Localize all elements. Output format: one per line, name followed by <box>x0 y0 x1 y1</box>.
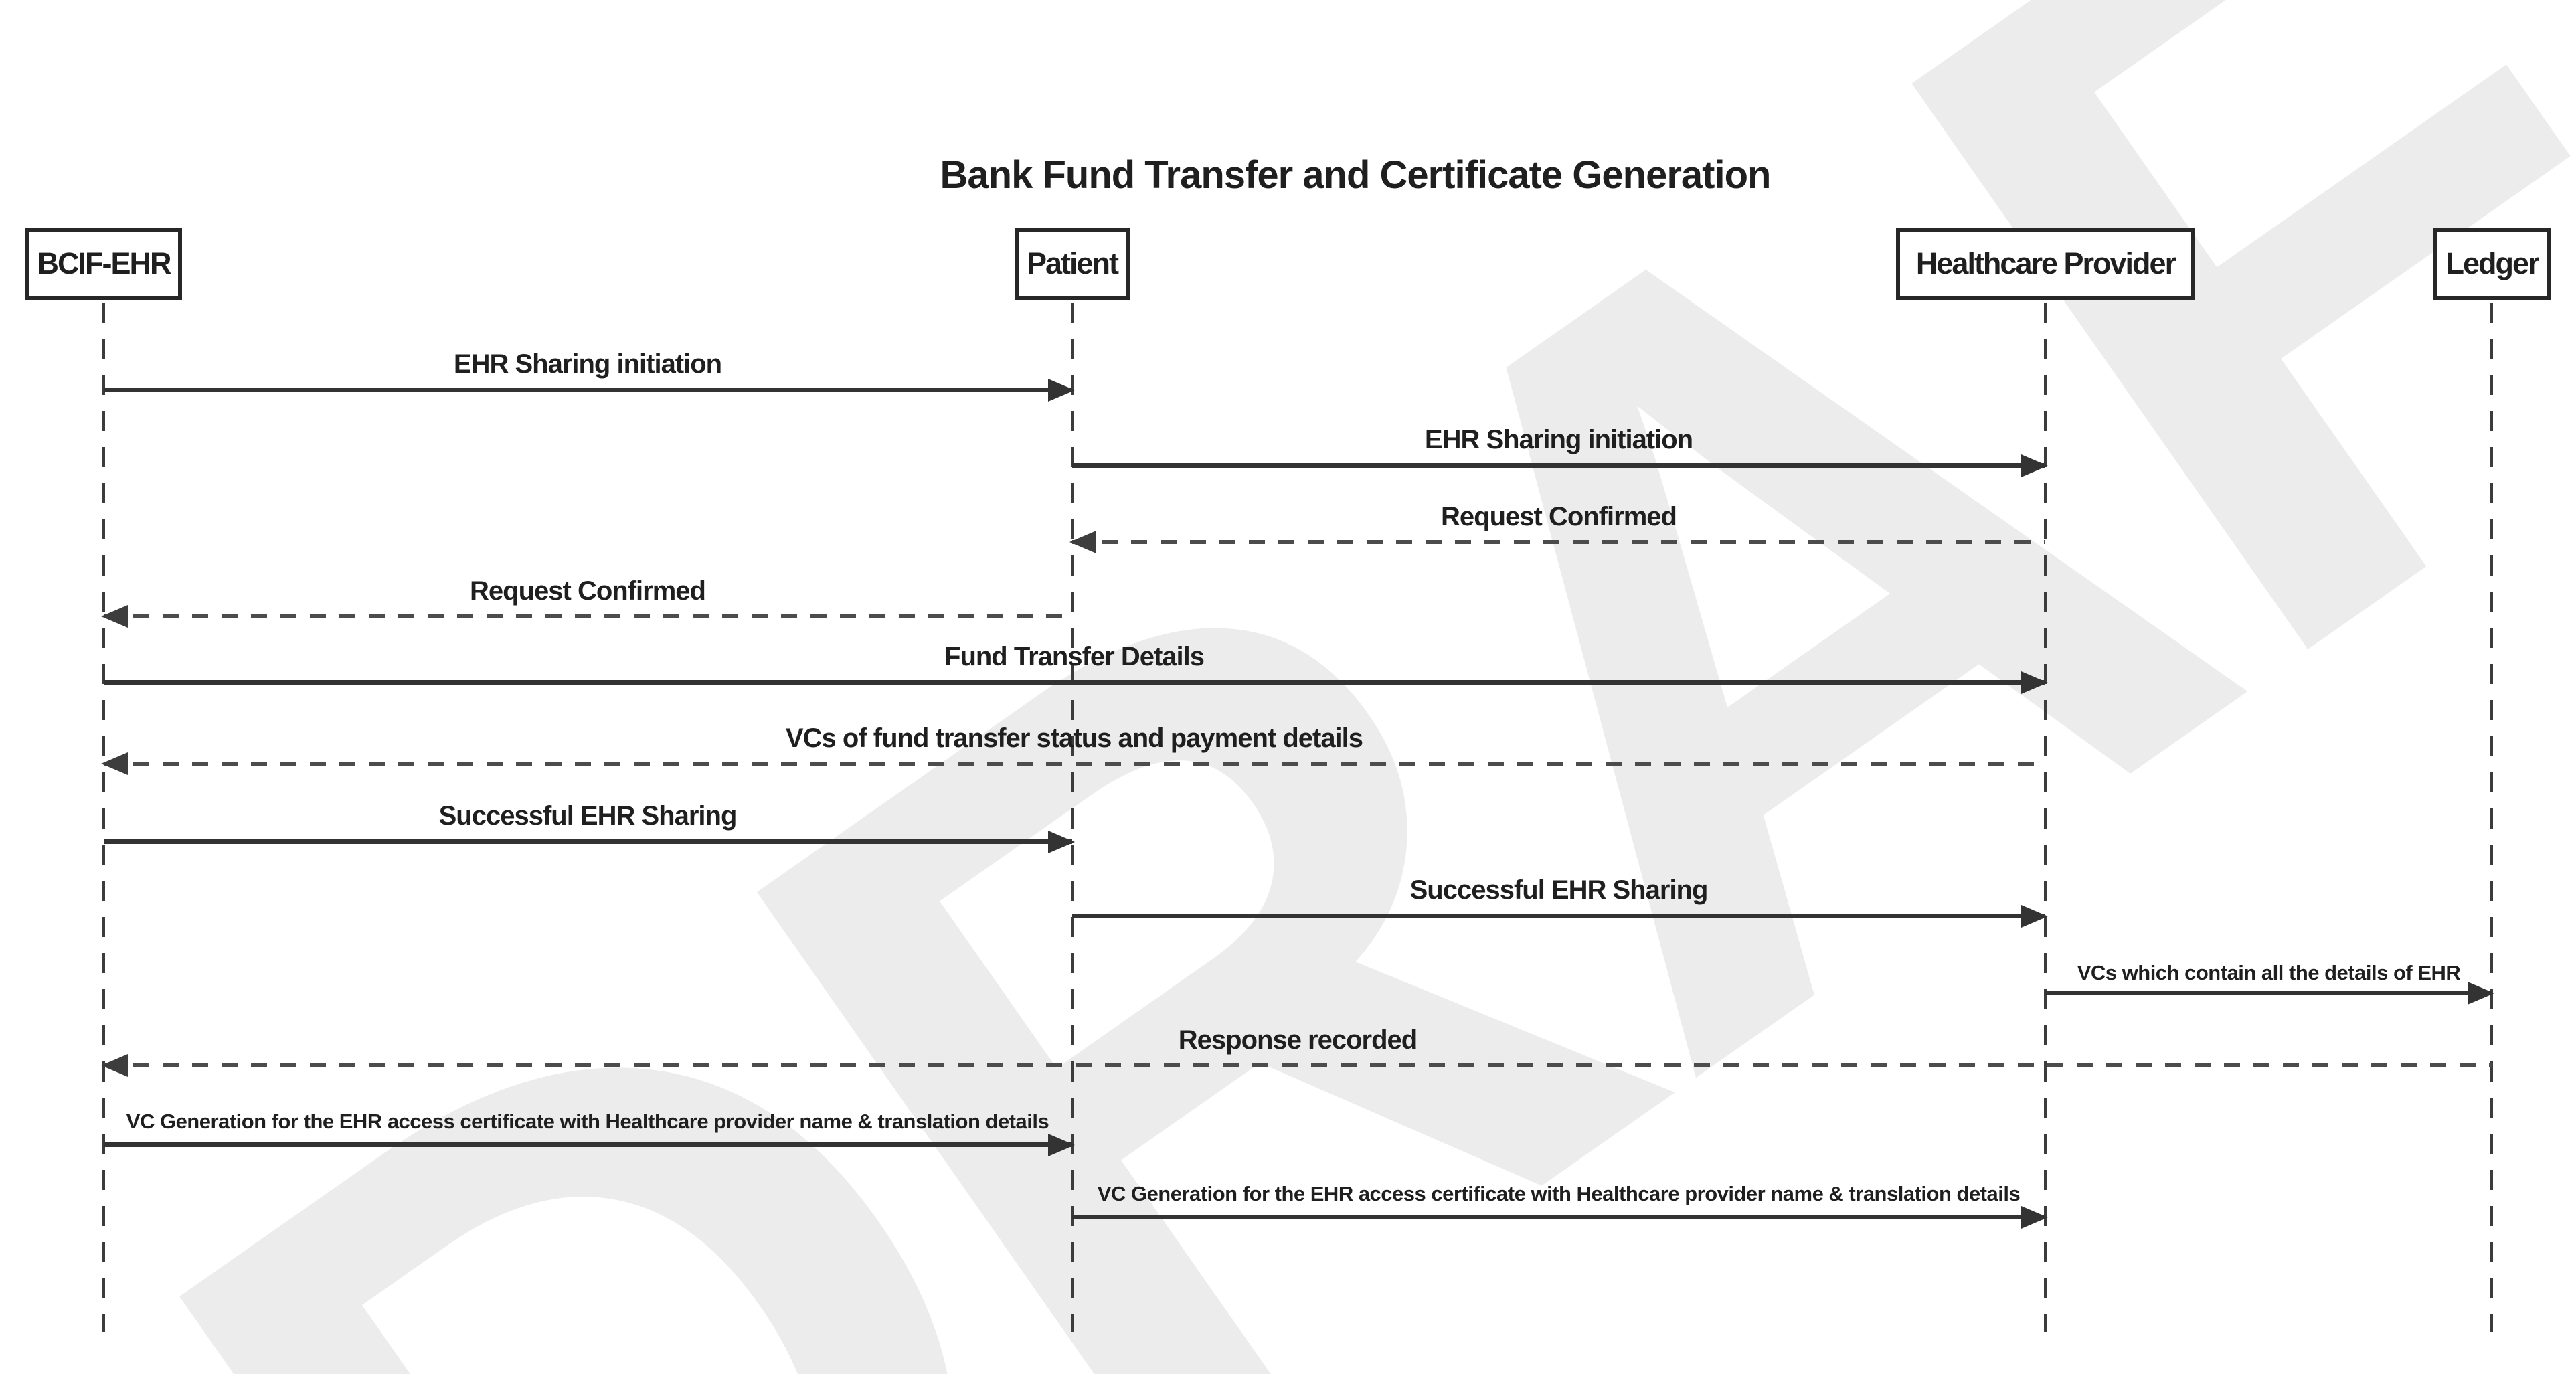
message-arrow <box>104 1063 2492 1067</box>
actor-box-bcif-ehr: BCIF-EHR <box>25 228 182 300</box>
actor-box-patient: Patient <box>1015 228 1130 300</box>
message-arrow <box>104 680 2045 685</box>
message-label: VC Generation for the EHR access certifi… <box>1097 1182 2021 1205</box>
message-label: Response recorded <box>1178 1025 1418 1055</box>
message-arrow <box>104 839 1072 844</box>
message-label: Fund Transfer Details <box>944 642 1205 671</box>
message-label: Request Confirmed <box>470 576 706 606</box>
message-label: VCs which contain all the details of EHR <box>2077 961 2461 984</box>
lifeline-bcif-ehr <box>102 303 105 1332</box>
message-arrow <box>2045 991 2492 995</box>
message-arrow <box>1072 463 2045 468</box>
message-label: EHR Sharing initiation <box>453 349 722 379</box>
lifeline-ledger <box>2490 303 2493 1332</box>
message-arrow <box>104 1142 1072 1147</box>
message-arrow <box>104 762 2045 766</box>
lifeline-patient <box>1071 303 1074 1332</box>
message-label: VCs of fund transfer status and payment … <box>785 723 1363 753</box>
message-label: Successful EHR Sharing <box>1409 875 1709 905</box>
message-label: Successful EHR Sharing <box>438 801 738 831</box>
message-arrow <box>104 388 1072 392</box>
message-label: VC Generation for the EHR access certifi… <box>126 1110 1049 1133</box>
message-arrow <box>1072 540 2045 544</box>
lifeline-healthcare-provider <box>2044 303 2047 1332</box>
actor-box-ledger: Ledger <box>2433 228 2551 300</box>
actor-box-healthcare-provider: Healthcare Provider <box>1896 228 2195 300</box>
message-arrow <box>1072 1215 2045 1219</box>
diagram-title: Bank Fund Transfer and Certificate Gener… <box>940 153 1772 197</box>
message-label: Request Confirmed <box>1441 502 1677 531</box>
message-arrow <box>104 614 1072 618</box>
message-arrow <box>1072 914 2045 918</box>
message-label: EHR Sharing initiation <box>1424 425 1693 454</box>
